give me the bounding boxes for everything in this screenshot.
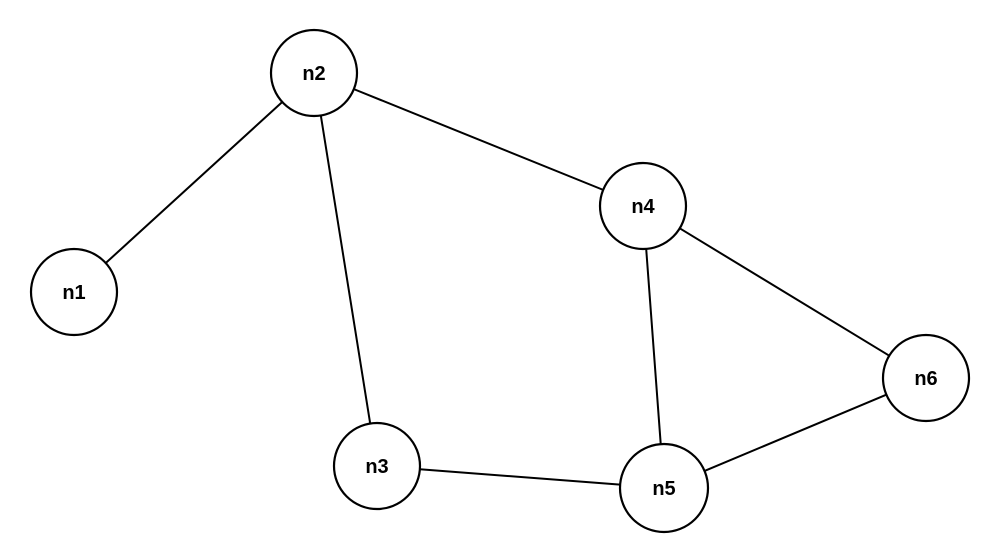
graph-node-n5[interactable]: n5 xyxy=(618,442,710,534)
graph-node-n2[interactable]: n2 xyxy=(269,28,359,118)
node-circle-n5[interactable] xyxy=(618,442,710,534)
graph-edge-n4-n6 xyxy=(678,227,891,357)
node-circle-n6[interactable] xyxy=(881,333,971,423)
node-circle-n3[interactable] xyxy=(332,421,422,511)
graph-node-n1[interactable]: n1 xyxy=(29,247,119,337)
graph-edge-n2-n4 xyxy=(352,88,605,191)
graph-edge-n3-n5 xyxy=(418,468,622,486)
graph-edge-n5-n6 xyxy=(703,393,888,472)
graph-edge-n2-n3 xyxy=(319,114,372,425)
graph-node-n4[interactable]: n4 xyxy=(598,161,688,251)
node-circle-n2[interactable] xyxy=(269,28,359,118)
node-circle-n4[interactable] xyxy=(598,161,688,251)
graph-edge-n1-n2 xyxy=(104,100,284,265)
nodes-layer: n1 n2 n3 n4 n5 n6 xyxy=(29,28,971,534)
graph-edge-n4-n5 xyxy=(645,247,662,446)
graph-node-n3[interactable]: n3 xyxy=(332,421,422,511)
node-circle-n1[interactable] xyxy=(29,247,119,337)
edges-layer xyxy=(104,88,891,486)
graph-node-n6[interactable]: n6 xyxy=(881,333,971,423)
